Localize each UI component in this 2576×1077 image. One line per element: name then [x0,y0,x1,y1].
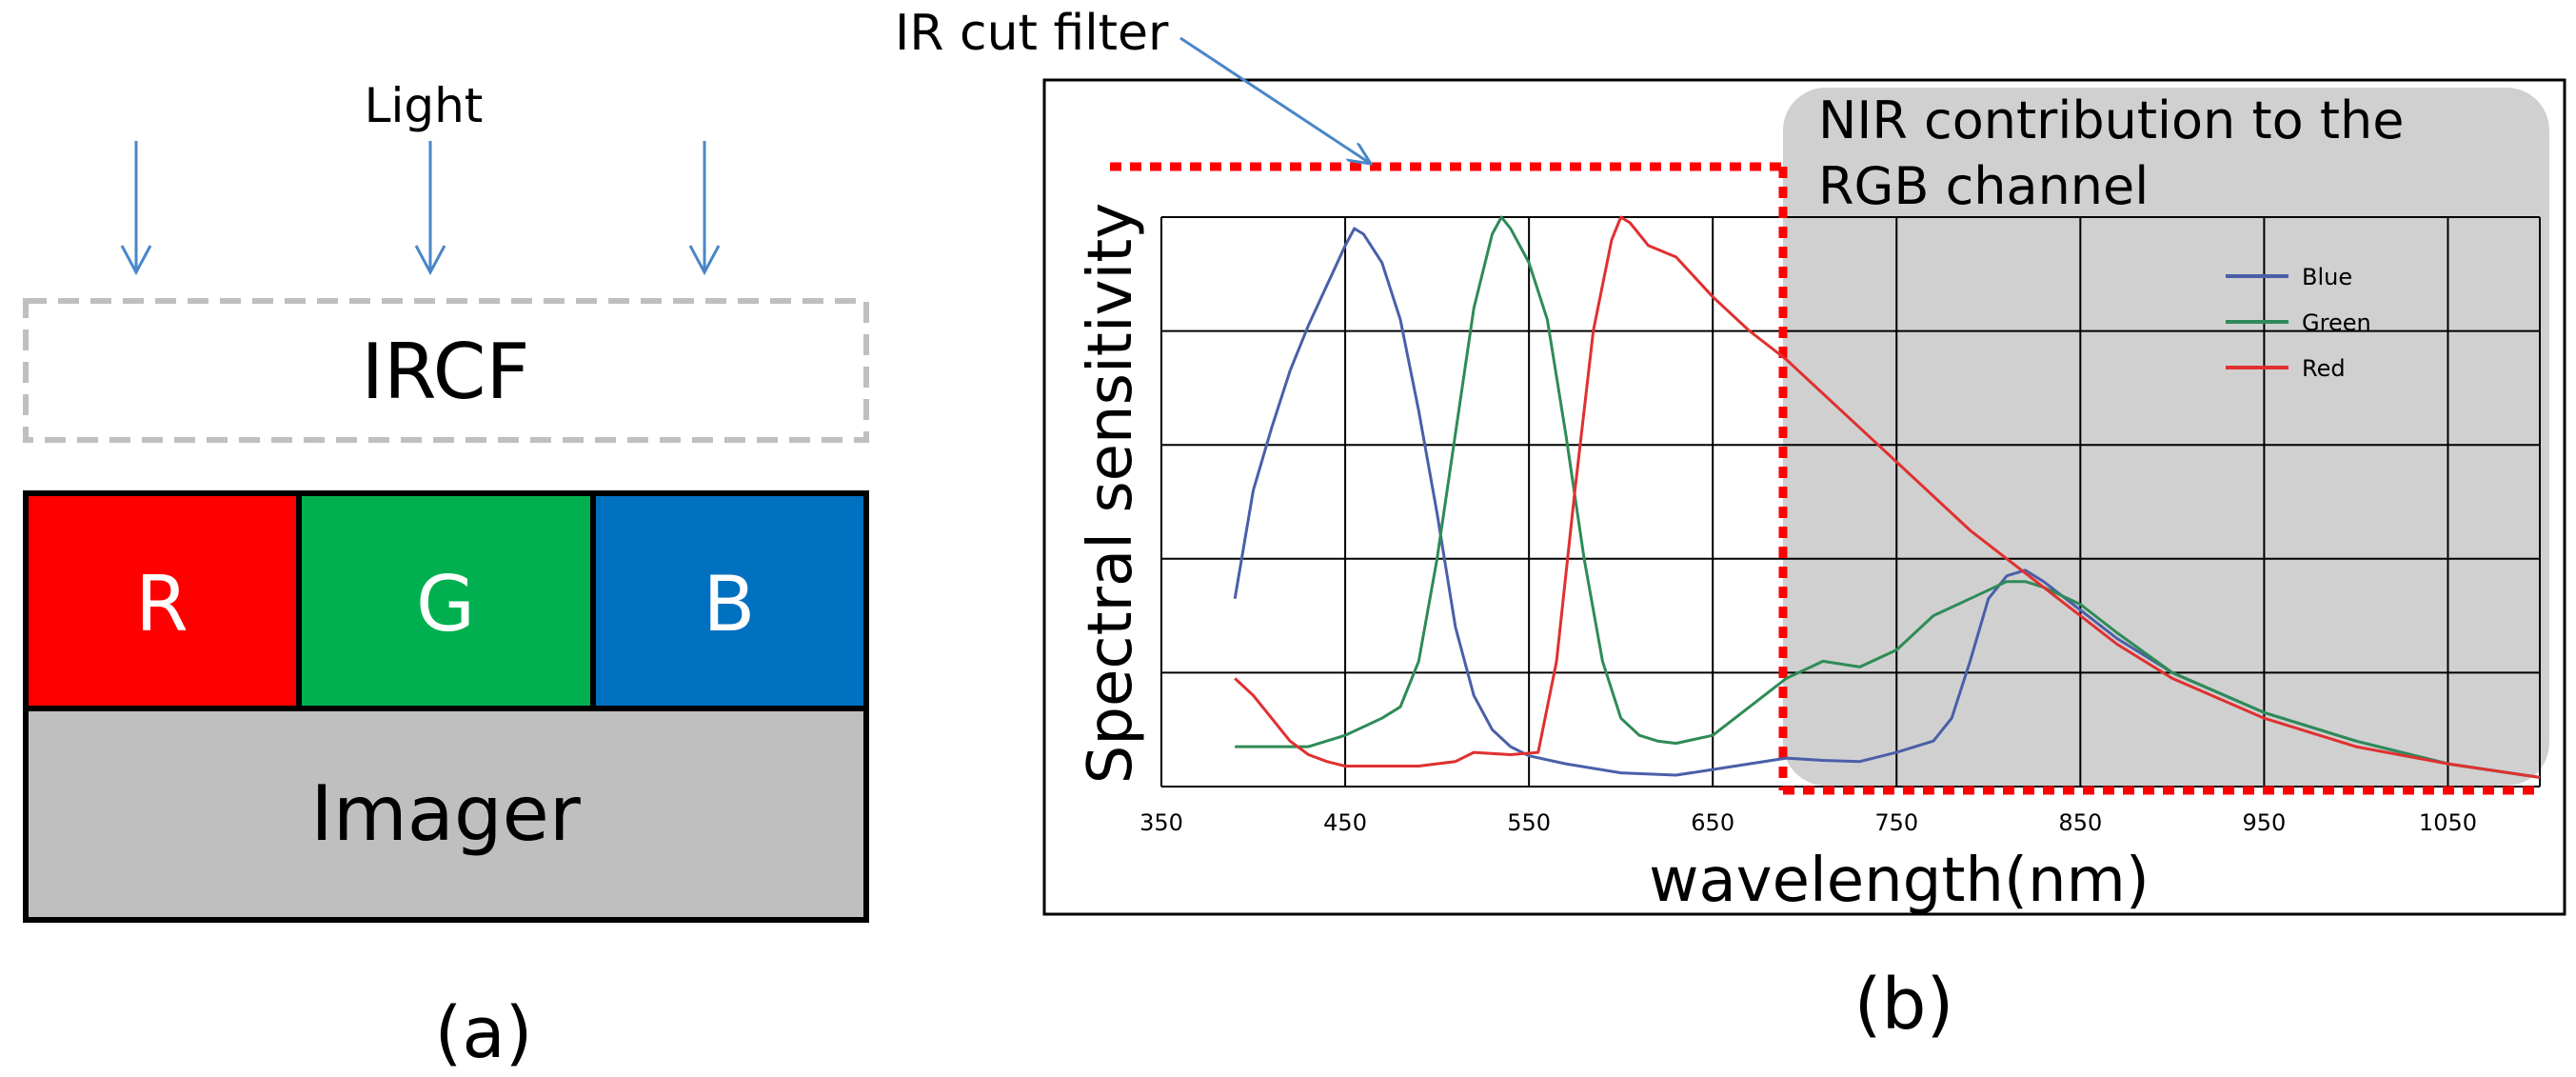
light-arrows [120,141,721,276]
spectral-curves [1233,215,2541,779]
x-tick-label: 650 [1691,809,1734,836]
imager-label: Imager [310,769,581,858]
ir-cut-filter-label: IR cut filter [895,5,1169,62]
series-line-red [1234,215,2541,779]
x-tick-label: 950 [2242,809,2286,836]
legend-label-green: Green [2302,309,2371,336]
nir-region [1783,88,2549,786]
light-arrow-left-head [120,245,152,276]
pixel-r-label: R [135,560,188,648]
panel-a-caption: (a) [434,992,532,1074]
x-tick-label: 750 [1874,809,1918,836]
light-arrow-right-head [688,245,721,276]
panel-a: Light IRCF R G B Imager (a) [23,78,869,1074]
nir-label-line-2: RGB channel [1818,156,2149,216]
legend-label-red: Red [2302,355,2346,382]
ircf-box [23,298,869,443]
imager-block [23,706,869,923]
color-filter-array: R G B [23,490,869,711]
pixel-g-label: G [416,560,475,648]
pixel-b [590,490,869,711]
pixel-g [296,490,596,711]
x-tick-labels: 350 450 550 650 750 850 950 1050 [1139,809,2477,836]
y-axis-label: Spectral sensitivity [1076,203,1146,784]
x-tick-label: 850 [2058,809,2102,836]
light-label: Light [365,78,484,133]
x-tick-label: 450 [1323,809,1367,836]
legend-label-blue: Blue [2302,264,2352,290]
pixel-b-label: B [703,560,756,648]
plot-grid [1160,216,2541,788]
ircf-label: IRCF [361,328,529,416]
panel-b-caption: (b) [1854,964,1954,1046]
x-tick-label: 1050 [2419,809,2477,836]
x-tick-label: 550 [1507,809,1551,836]
light-arrow-center-head [414,245,446,276]
series-line-green [1235,215,2541,779]
ir-cut-filter-callout-arrow [1179,36,1371,164]
x-tick-label: 350 [1139,809,1183,836]
series-line-blue [1233,227,2541,779]
nir-label-line-1: NIR contribution to the [1818,90,2404,150]
x-axis-label: wavelength(nm) [1649,846,2150,916]
